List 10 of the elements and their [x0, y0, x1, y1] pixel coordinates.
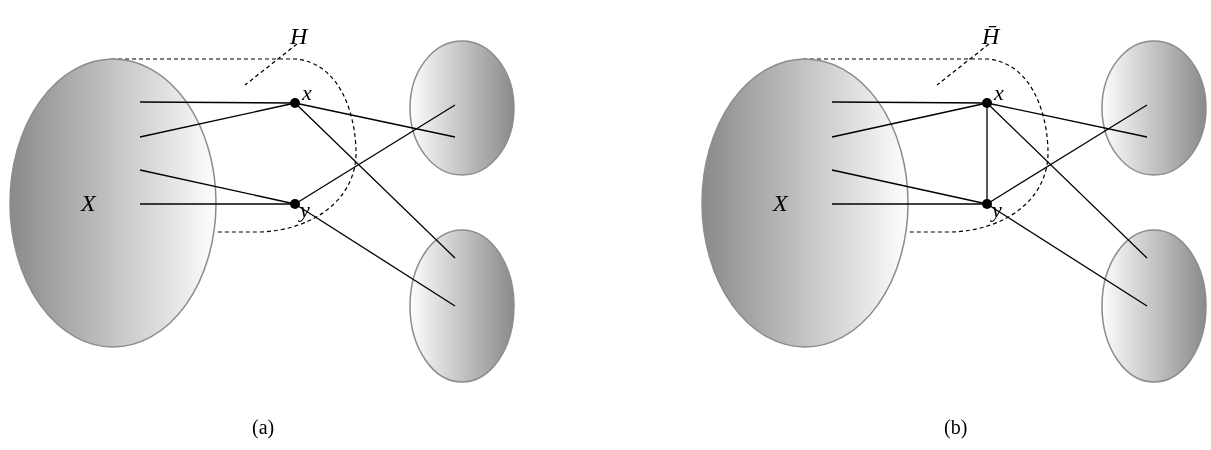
panel-caption: (a) — [252, 417, 275, 437]
set-label: X — [773, 191, 788, 215]
set-label: X — [81, 191, 96, 215]
vertex-label: x — [302, 82, 312, 104]
subgraph-label: H̄ — [982, 24, 1000, 48]
subgraph-label: H — [290, 24, 308, 48]
vertex-label: x — [994, 82, 1004, 104]
panel-caption: (b) — [944, 417, 968, 437]
leader-line — [936, 43, 990, 86]
leader-line — [244, 43, 298, 86]
